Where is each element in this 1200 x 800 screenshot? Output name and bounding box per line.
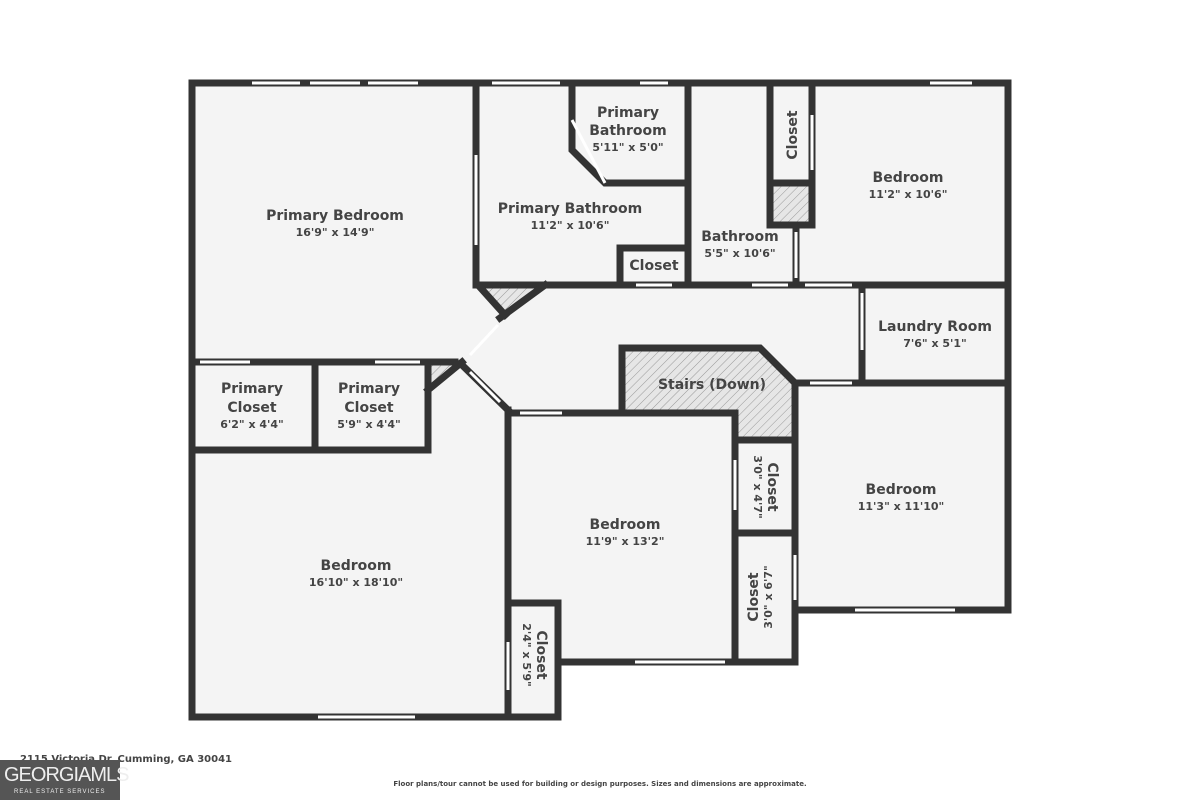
svg-text:Laundry Room: Laundry Room (878, 319, 992, 335)
svg-text:Closet: Closet (227, 400, 277, 416)
stairs-area (622, 348, 795, 440)
svg-text:Bedroom: Bedroom (321, 558, 392, 574)
floor-area (192, 83, 1008, 717)
svg-text:16'10" x 18'10": 16'10" x 18'10" (309, 576, 403, 589)
hatch-square (770, 183, 812, 225)
svg-text:Bedroom: Bedroom (873, 170, 944, 186)
svg-text:11'2" x 10'6": 11'2" x 10'6" (531, 219, 610, 232)
disclaimer: Floor plans/tour cannot be used for buil… (393, 780, 807, 788)
svg-text:Closet: Closet (746, 572, 762, 622)
svg-text:5'5" x 10'6": 5'5" x 10'6" (704, 247, 775, 260)
svg-text:5'9" x 4'4": 5'9" x 4'4" (337, 418, 401, 431)
room-bedroom-middle: Bedroom 11'9" x 13'2" (586, 517, 665, 548)
address: 2115 Victoria Dr, Cumming, GA 30041 (20, 754, 233, 765)
room-bedroom-bottom-left: Bedroom 16'10" x 18'10" (309, 558, 403, 589)
svg-text:Bathroom: Bathroom (701, 229, 779, 245)
logo-main: GEORGIAMLS (4, 764, 129, 786)
room-bathroom: Bathroom 5'5" x 10'6" (701, 229, 779, 260)
svg-text:Primary Bathroom: Primary Bathroom (498, 201, 642, 217)
room-primary-closet-2: Primary Closet 5'9" x 4'4" (337, 381, 401, 431)
svg-text:3'0" x 6'7": 3'0" x 6'7" (762, 565, 775, 629)
svg-text:Primary: Primary (597, 105, 659, 121)
svg-text:Closet: Closet (344, 400, 394, 416)
svg-text:6'2" x 4'4": 6'2" x 4'4" (220, 418, 284, 431)
svg-text:5'11" x 5'0": 5'11" x 5'0" (592, 141, 663, 154)
room-closet-small: Closet 2'4" x 5'9" (520, 623, 549, 687)
room-primary-bathroom: Primary Bathroom 11'2" x 10'6" (498, 201, 642, 232)
svg-text:16'9" x 14'9": 16'9" x 14'9" (296, 226, 375, 239)
room-bedroom-top-right: Bedroom 11'2" x 10'6" (869, 170, 948, 201)
svg-text:11'9" x 13'2": 11'9" x 13'2" (586, 535, 665, 548)
georgia-mls-logo: GEORGIAMLS REAL ESTATE SERVICES (0, 760, 129, 800)
room-primary-bathroom-small: Primary Bathroom 5'11" x 5'0" (589, 105, 667, 154)
room-closet-top: Closet (785, 110, 801, 160)
windows-doors (200, 81, 972, 719)
svg-text:Primary: Primary (338, 381, 400, 397)
logo-sub: REAL ESTATE SERVICES (14, 789, 106, 795)
svg-text:11'3" x 11'10": 11'3" x 11'10" (858, 500, 945, 513)
svg-text:11'2" x 10'6": 11'2" x 10'6" (869, 188, 948, 201)
room-closet-middle-1: Closet 3'0" x 4'7" (751, 455, 780, 519)
svg-text:Primary Bedroom: Primary Bedroom (266, 208, 404, 224)
room-stairs: Stairs (Down) (658, 377, 766, 393)
svg-text:7'6" x 5'1": 7'6" x 5'1" (903, 337, 967, 350)
room-laundry: Laundry Room 7'6" x 5'1" (878, 319, 992, 350)
svg-text:Closet: Closet (533, 630, 549, 680)
svg-text:Closet: Closet (764, 462, 780, 512)
room-primary-closet-1: Primary Closet 6'2" x 4'4" (220, 381, 284, 431)
room-closet-middle-2: Closet 3'0" x 6'7" (746, 565, 775, 629)
hatch-triangle-1 (478, 285, 545, 315)
room-closet-bath: Closet (629, 258, 679, 274)
svg-text:Bedroom: Bedroom (590, 517, 661, 533)
svg-text:Bedroom: Bedroom (866, 482, 937, 498)
svg-text:2'4" x 5'9": 2'4" x 5'9" (520, 623, 533, 687)
svg-text:Bathroom: Bathroom (589, 123, 667, 139)
room-bedroom-right: Bedroom 11'3" x 11'10" (858, 482, 945, 513)
svg-text:3'0" x 4'7": 3'0" x 4'7" (751, 455, 764, 519)
svg-text:Primary: Primary (221, 381, 283, 397)
room-primary-bedroom: Primary Bedroom 16'9" x 14'9" (266, 208, 404, 239)
